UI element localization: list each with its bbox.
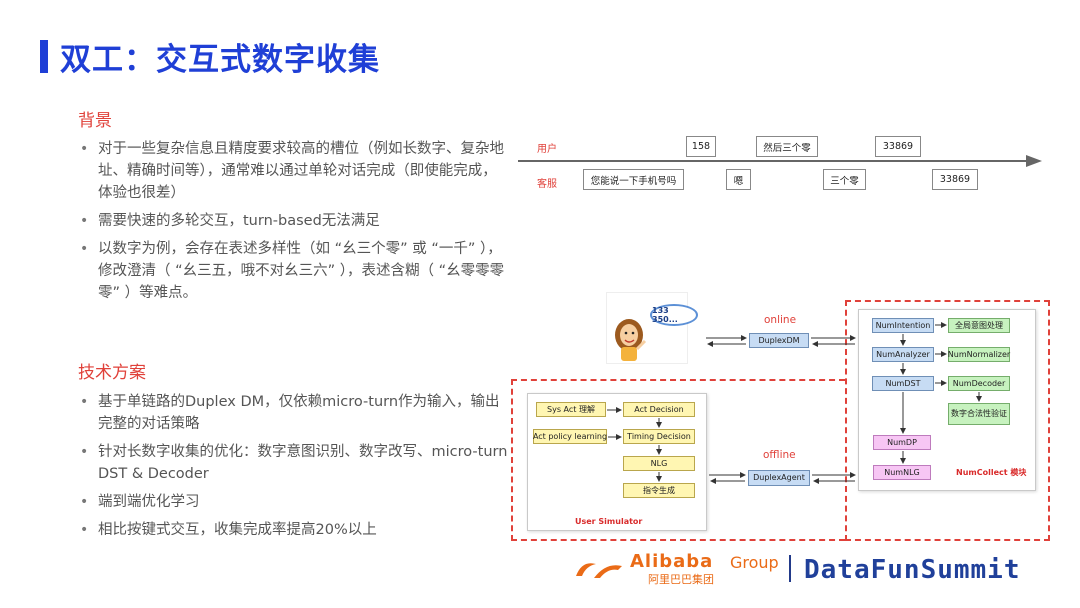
alibaba-group-text: Group xyxy=(730,553,779,572)
footer-divider xyxy=(789,555,791,582)
alibaba-wordmark: Alibaba xyxy=(630,551,713,572)
alibaba-chinese-text: 阿里巴巴集团 xyxy=(648,571,714,587)
datafunsummit-logo: DataFunSummit xyxy=(804,555,1021,585)
alibaba-logo-icon xyxy=(572,556,628,584)
